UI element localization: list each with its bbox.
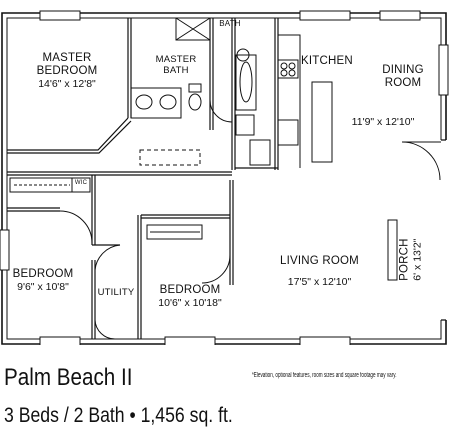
room-name: BEDROOM xyxy=(12,268,74,280)
room-dimensions-dining-room: 11'9" x 12'10" xyxy=(338,116,428,128)
room-name: UTILITY xyxy=(97,287,135,298)
room-name: LIVING ROOM xyxy=(280,255,359,267)
porch-outline xyxy=(440,139,450,321)
room-label-master-bedroom: MASTER BEDROOM 14'6" x 12'8" xyxy=(22,52,112,91)
room-name: DINING xyxy=(382,64,424,76)
floor-plan-diagram xyxy=(0,10,450,345)
room-name: BATH xyxy=(163,64,189,76)
room-name: WIC xyxy=(74,180,88,186)
fixtures xyxy=(9,17,333,240)
room-name: MASTER xyxy=(42,52,92,64)
room-label-dining-room: DINING ROOM xyxy=(368,64,438,90)
windows xyxy=(0,10,449,345)
room-label-kitchen: KITCHEN xyxy=(292,55,362,68)
interior-walls xyxy=(7,18,279,339)
room-name: BATH xyxy=(219,19,241,28)
room-dimensions: 14'6" x 12'8" xyxy=(38,78,96,91)
room-label-living-room: LIVING ROOM 17'5" x 12'10" xyxy=(272,255,367,288)
room-label-bedroom-middle: BEDROOM 10'6" x 10'18" xyxy=(150,284,230,309)
room-name: ROOM xyxy=(384,77,422,90)
room-name: BEDROOM xyxy=(36,65,98,78)
room-label-utility: UTILITY xyxy=(96,287,136,299)
room-dimensions: 6' x 13'2" xyxy=(411,238,424,281)
room-name: PORCH xyxy=(398,238,411,281)
room-name: MASTER xyxy=(155,54,197,65)
room-name: KITCHEN xyxy=(301,55,353,67)
room-label-porch: PORCH 6' x 13'2" xyxy=(398,215,423,305)
plan-name: Palm Beach II xyxy=(4,364,133,391)
room-label-bath: BATH xyxy=(214,19,246,28)
room-dimensions: 17'5" x 12'10" xyxy=(287,276,352,289)
door-swings xyxy=(59,99,441,340)
plan-summary: 3 Beds / 2 Bath • 1,456 sq. ft. xyxy=(4,404,233,427)
room-name: BEDROOM xyxy=(159,284,221,296)
room-dimensions: 11'9" x 12'10" xyxy=(351,116,415,128)
room-dimensions: 9'6" x 10'8" xyxy=(17,281,69,294)
room-label-wic: WIC xyxy=(72,180,90,187)
room-label-bedroom-left: BEDROOM 9'6" x 10'8" xyxy=(8,268,78,293)
room-label-master-bath: MASTER BATH xyxy=(146,54,206,77)
disclaimer-note: *Elevation, optional features, room size… xyxy=(252,372,397,379)
room-dimensions: 10'6" x 10'18" xyxy=(158,297,222,310)
